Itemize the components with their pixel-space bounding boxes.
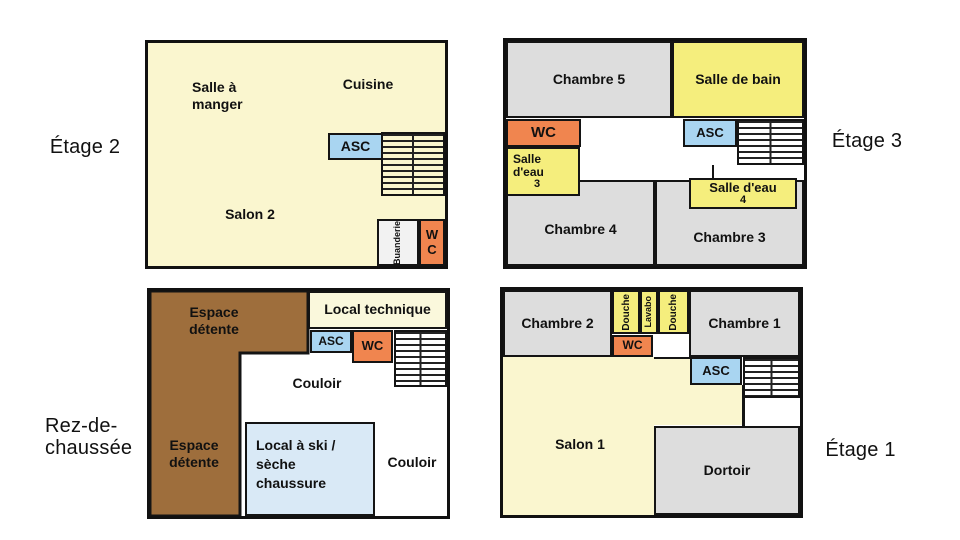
- asc-label: ASC: [318, 333, 344, 348]
- floorplan-etage2: Salle à manger Cuisine ASC Salon 2 Buand…: [145, 40, 448, 269]
- room-local-technique: Local technique: [308, 291, 447, 329]
- room-douche-right: Douche: [658, 290, 689, 334]
- asc-label: ASC: [696, 124, 724, 140]
- room-label-espace-detente-left: Espace détente: [169, 437, 219, 470]
- floor-label-etage3: Étage 3: [831, 130, 903, 152]
- salle-eau4-label: Salle d'eau: [709, 179, 777, 195]
- stairs-icon: [737, 119, 804, 165]
- wc-label: WC: [622, 338, 643, 353]
- room-douche-left: Douche: [612, 290, 640, 334]
- room-wc: WC: [506, 119, 581, 147]
- wall-segment: [712, 165, 714, 178]
- wc-label: WC: [425, 226, 439, 257]
- local-technique-label: Local technique: [324, 301, 431, 318]
- salle-eau3-number: 3: [533, 178, 541, 191]
- room-chambre1: Chambre 1: [689, 290, 800, 357]
- room-elevator-asc: ASC: [683, 119, 737, 147]
- room-salle-eau-4: Salle d'eau 4: [689, 178, 797, 209]
- espace-detente-shape: [150, 291, 310, 516]
- floor-label-etage1: Étage 1: [825, 439, 896, 461]
- room-chambre3: Chambre 3: [655, 180, 804, 266]
- room-elevator-asc: ASC: [328, 133, 383, 160]
- room-salle-eau-3: Salle d'eau 3: [506, 147, 580, 196]
- wall-segment: [742, 385, 745, 428]
- room-elevator-asc: ASC: [310, 330, 352, 353]
- salle-eau4-number: 4: [739, 194, 747, 207]
- room-salle-de-bain: Salle de bain: [672, 41, 804, 118]
- floorplan-rdc: Espace détente Espace détente Local tech…: [147, 288, 450, 519]
- espace-detente-area: [150, 291, 310, 516]
- room-label-salle-a-manger: Salle à manger: [192, 79, 243, 112]
- local-ski-label: Local à ski / sèche chaussure: [256, 437, 336, 491]
- chambre5-label: Chambre 5: [552, 70, 626, 87]
- chambre2-label: Chambre 2: [521, 314, 594, 331]
- floorplan-etage1: Chambre 2 Douche Lavabo Douche Chambre 1…: [500, 287, 803, 518]
- asc-label: ASC: [340, 137, 371, 154]
- room-chambre4: Chambre 4: [506, 180, 655, 266]
- room-elevator-asc: ASC: [690, 357, 742, 385]
- floor-label-etage2: Étage 2: [49, 136, 121, 158]
- floor-label-rdc: Rez-de-chaussée: [45, 415, 133, 460]
- room-dortoir: Dortoir: [654, 426, 800, 515]
- room-chambre5: Chambre 5: [506, 41, 672, 118]
- stairs-icon: [394, 330, 447, 387]
- room-chambre2: Chambre 2: [503, 290, 612, 357]
- asc-label: ASC: [702, 362, 730, 378]
- room-label-couloir-right: Couloir: [387, 454, 437, 470]
- chambre1-label: Chambre 1: [708, 314, 781, 331]
- room-buanderie: Buanderie: [377, 219, 419, 266]
- room-label-espace-detente-top: Espace détente: [189, 304, 239, 337]
- wc-label: WC: [361, 338, 384, 354]
- room-lavabo: Lavabo: [640, 290, 658, 334]
- stairs-icon: [381, 132, 445, 196]
- room-wc: WC: [419, 219, 445, 266]
- room-label-couloir-mid: Couloir: [292, 375, 342, 391]
- salle-de-bain-label: Salle de bain: [695, 70, 781, 87]
- floorplan-etage3: Chambre 5 Salle de bain WC Chambre 4 Cha…: [503, 38, 807, 269]
- stairs-icon: [743, 357, 800, 398]
- chambre4-label: Chambre 4: [544, 221, 617, 237]
- douche-right-label: Douche: [668, 293, 679, 331]
- buanderie-label: Buanderie: [392, 220, 403, 265]
- salle-eau3-label: Salle d'eau: [513, 151, 544, 179]
- room-wc: WC: [612, 335, 653, 357]
- wc-label: WC: [531, 123, 556, 141]
- dortoir-label: Dortoir: [703, 461, 751, 478]
- room-salon1-area-lower: [503, 357, 654, 515]
- douche-left-label: Douche: [620, 293, 632, 331]
- room-label-salon1: Salon 1: [555, 436, 605, 452]
- room-wc: WC: [352, 330, 393, 363]
- room-local-ski: Local à ski / sèche chaussure: [245, 422, 375, 516]
- room-label-salon2: Salon 2: [225, 206, 275, 222]
- chambre3-label: Chambre 3: [693, 229, 766, 245]
- room-label-cuisine: Cuisine: [342, 76, 394, 92]
- lavabo-label: Lavabo: [643, 296, 654, 328]
